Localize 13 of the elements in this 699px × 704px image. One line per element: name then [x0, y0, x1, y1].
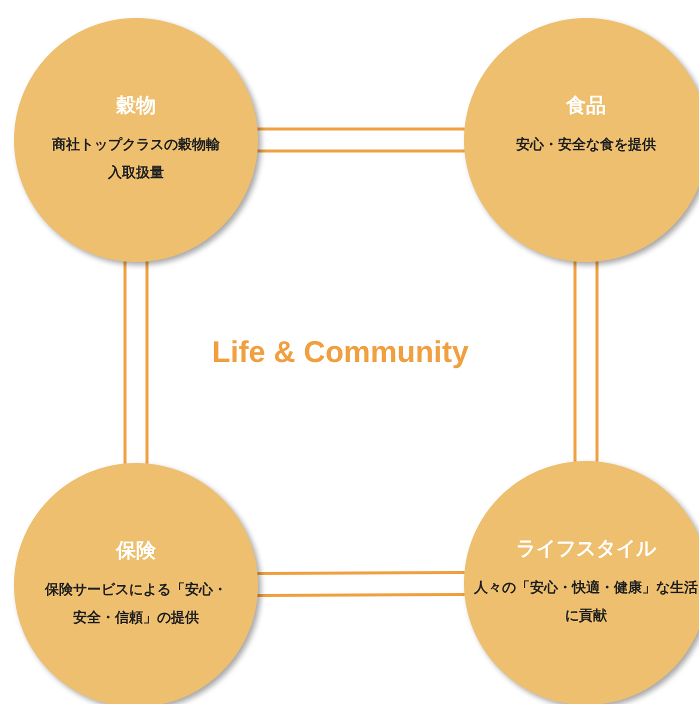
circle-description: 保険サービスによる「安心・安全・信頼」の提供 [44, 580, 228, 628]
double-connector-line [124, 260, 148, 465]
center-title: Life & Community [212, 336, 469, 370]
double-connector-line [574, 260, 598, 463]
double-connector-line [256, 571, 466, 597]
double-connector-line [256, 128, 466, 152]
circle-description: 商社トップクラスの穀物輸入取扱量 [51, 136, 221, 183]
circle-title: 保険 [116, 537, 156, 564]
circle-description: 人々の「安心・快適・健康」な生活に貢献 [472, 578, 699, 626]
circle-description: 安心・安全な食を提供 [516, 136, 656, 155]
circle-title: ライフスタイル [516, 535, 656, 562]
circle-title: 穀物 [116, 92, 156, 119]
circle-title: 食品 [566, 92, 606, 119]
